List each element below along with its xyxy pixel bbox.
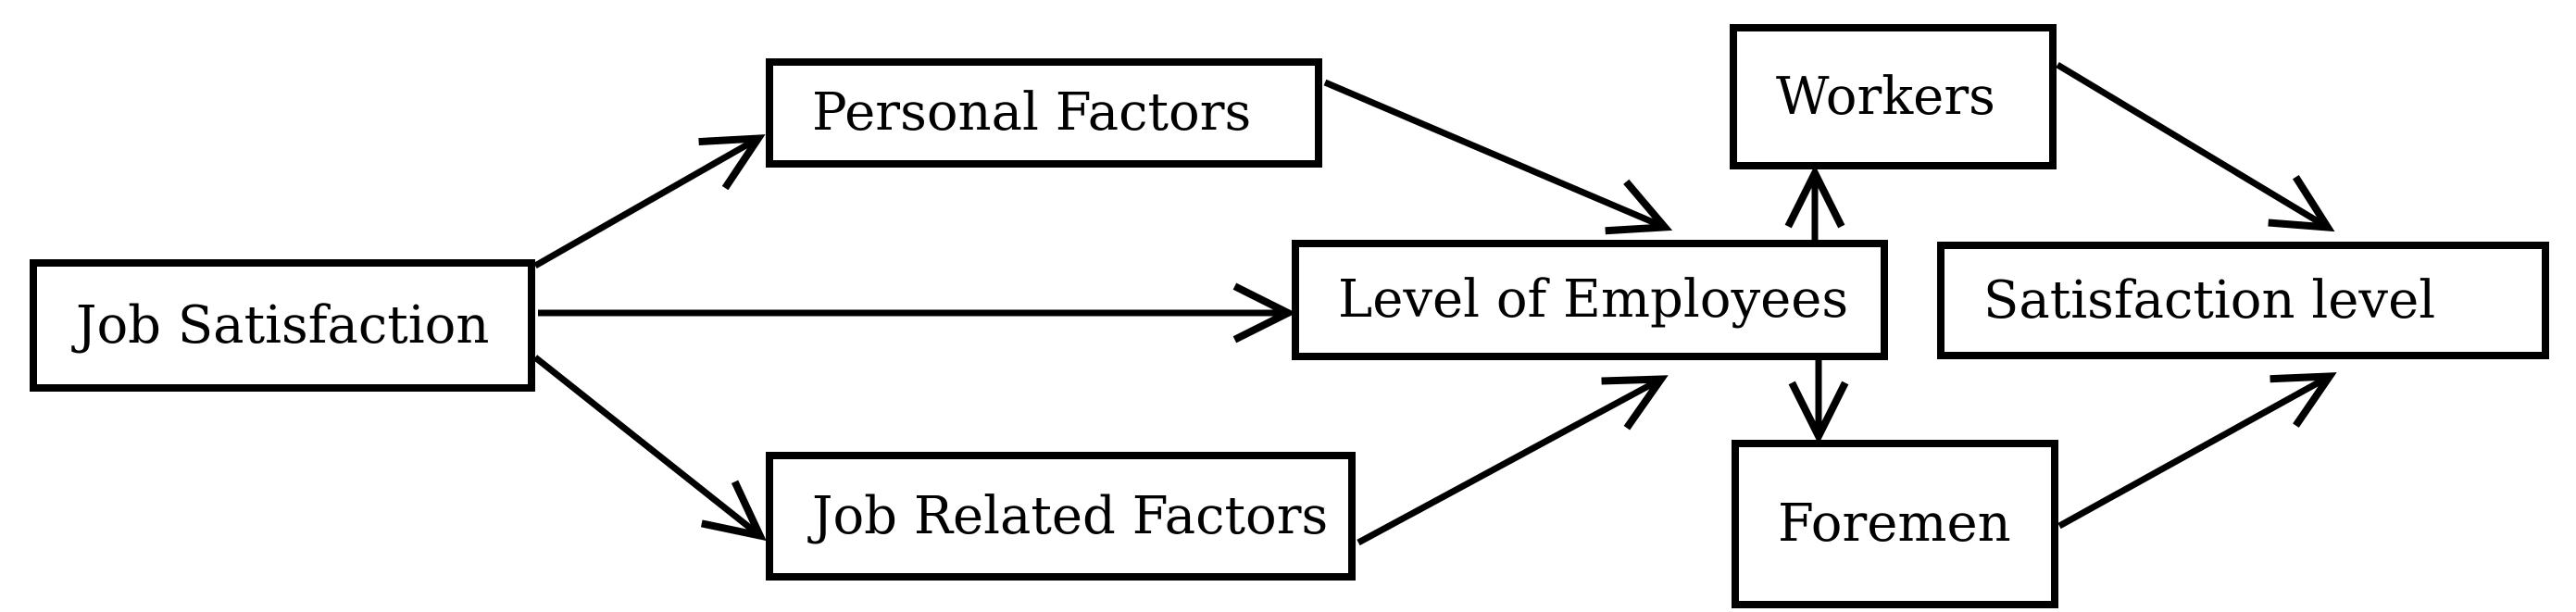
edge-personal-factors-to-level-of-employees (1323, 79, 1673, 235)
node-satisfaction-level-label: Satisfaction level (1983, 269, 2436, 331)
node-foremen-label: Foremen (1778, 493, 2011, 554)
node-level-of-employees: Level of Employees (1292, 240, 1888, 360)
node-job-satisfaction-label: Job Satisfaction (76, 294, 490, 356)
edge-foremen-to-satisfaction-level (2057, 372, 2337, 530)
node-satisfaction-level: Satisfaction level (1937, 242, 2549, 359)
node-workers-label: Workers (1776, 66, 1995, 127)
node-foremen: Foremen (1732, 440, 2058, 608)
node-job-satisfaction: Job Satisfaction (30, 259, 535, 392)
edge-job-satisfaction-to-job-related-factors (532, 355, 767, 542)
edge-job-satisfaction-to-personal-factors (533, 134, 766, 269)
edge-job-related-factors-to-level-of-employees (1357, 375, 1669, 546)
node-job-related-factors: Job Related Factors (766, 452, 1356, 581)
edge-workers-to-satisfaction-level (2056, 62, 2335, 232)
node-workers: Workers (1730, 24, 2057, 169)
node-level-of-employees-label: Level of Employees (1338, 269, 1849, 330)
node-personal-factors: Personal Factors (766, 58, 1322, 168)
node-job-related-factors-label: Job Related Factors (812, 485, 1329, 546)
node-personal-factors-label: Personal Factors (812, 82, 1252, 143)
